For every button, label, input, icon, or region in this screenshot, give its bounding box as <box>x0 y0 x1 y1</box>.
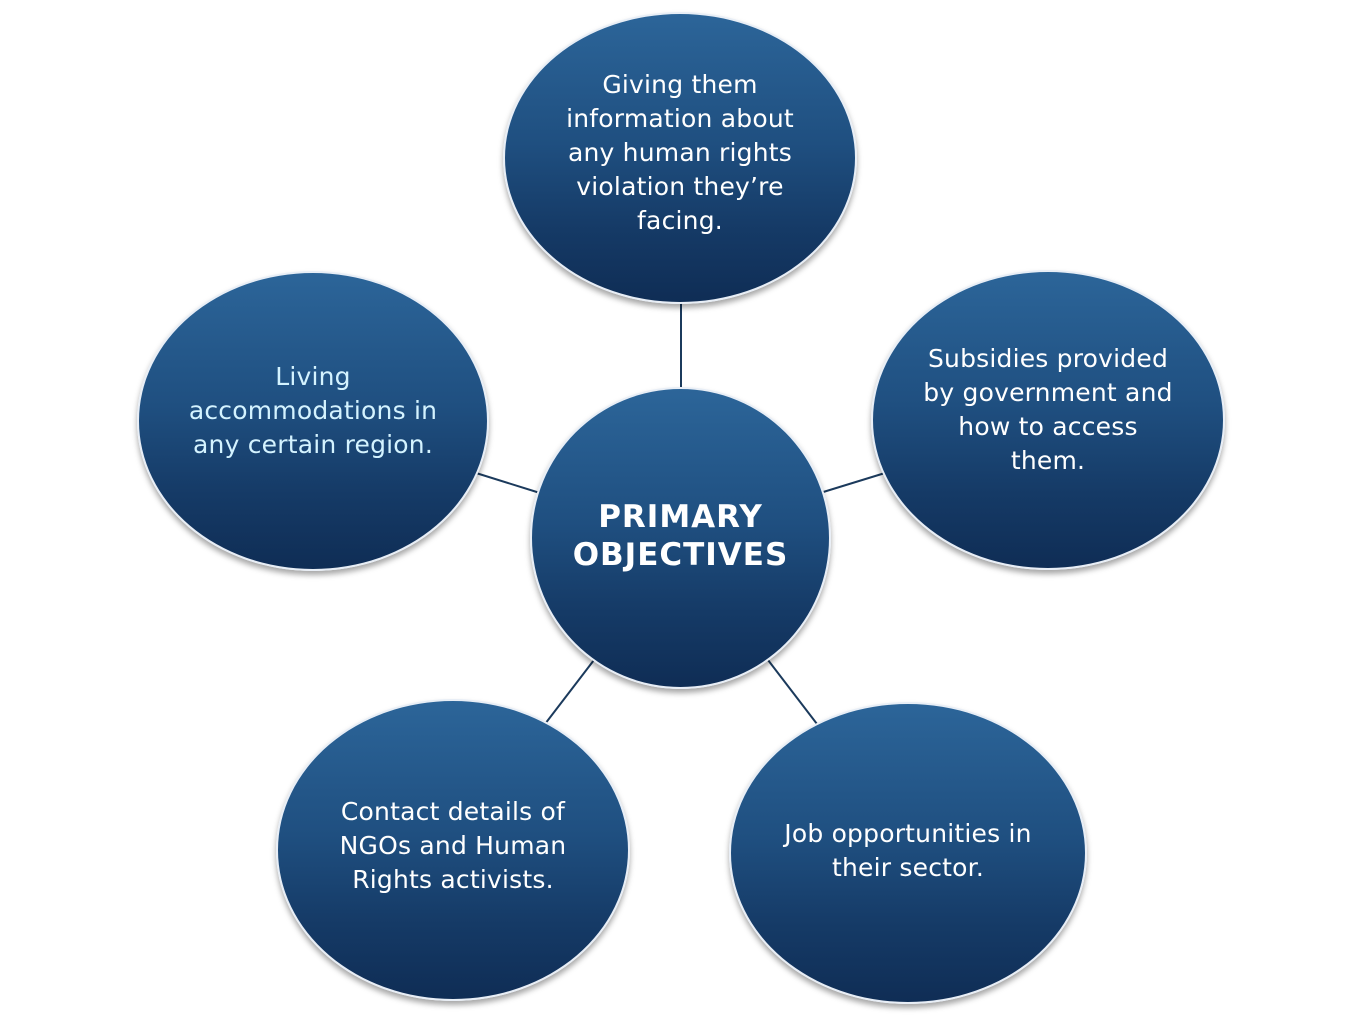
connector-left <box>475 472 541 494</box>
objective-text-information: Giving them information about any human … <box>566 70 794 235</box>
connector-bottom-left <box>544 659 595 725</box>
center-title: PRIMARY OBJECTIVES <box>572 499 789 573</box>
connector-right <box>819 472 886 494</box>
connector-bottom-right <box>767 659 818 725</box>
objective-node-jobs: Job opportunities in their sector. <box>729 702 1087 1004</box>
objective-text-subsidies: Subsidies provided by government and how… <box>923 344 1173 475</box>
center-node: PRIMARY OBJECTIVES <box>530 387 831 689</box>
objective-text-living: Living accommodations in any certain reg… <box>188 362 438 459</box>
objective-node-subsidies: Subsidies provided by government and how… <box>871 270 1225 570</box>
objective-text-contacts: Contact details of NGOs and Human Rights… <box>339 797 567 894</box>
objective-node-living: Living accommodations in any certain reg… <box>137 271 489 571</box>
objective-node-information: Giving them information about any human … <box>503 12 857 304</box>
objective-node-contacts: Contact details of NGOs and Human Rights… <box>276 699 630 1001</box>
objective-text-jobs: Job opportunities in their sector. <box>784 819 1032 882</box>
